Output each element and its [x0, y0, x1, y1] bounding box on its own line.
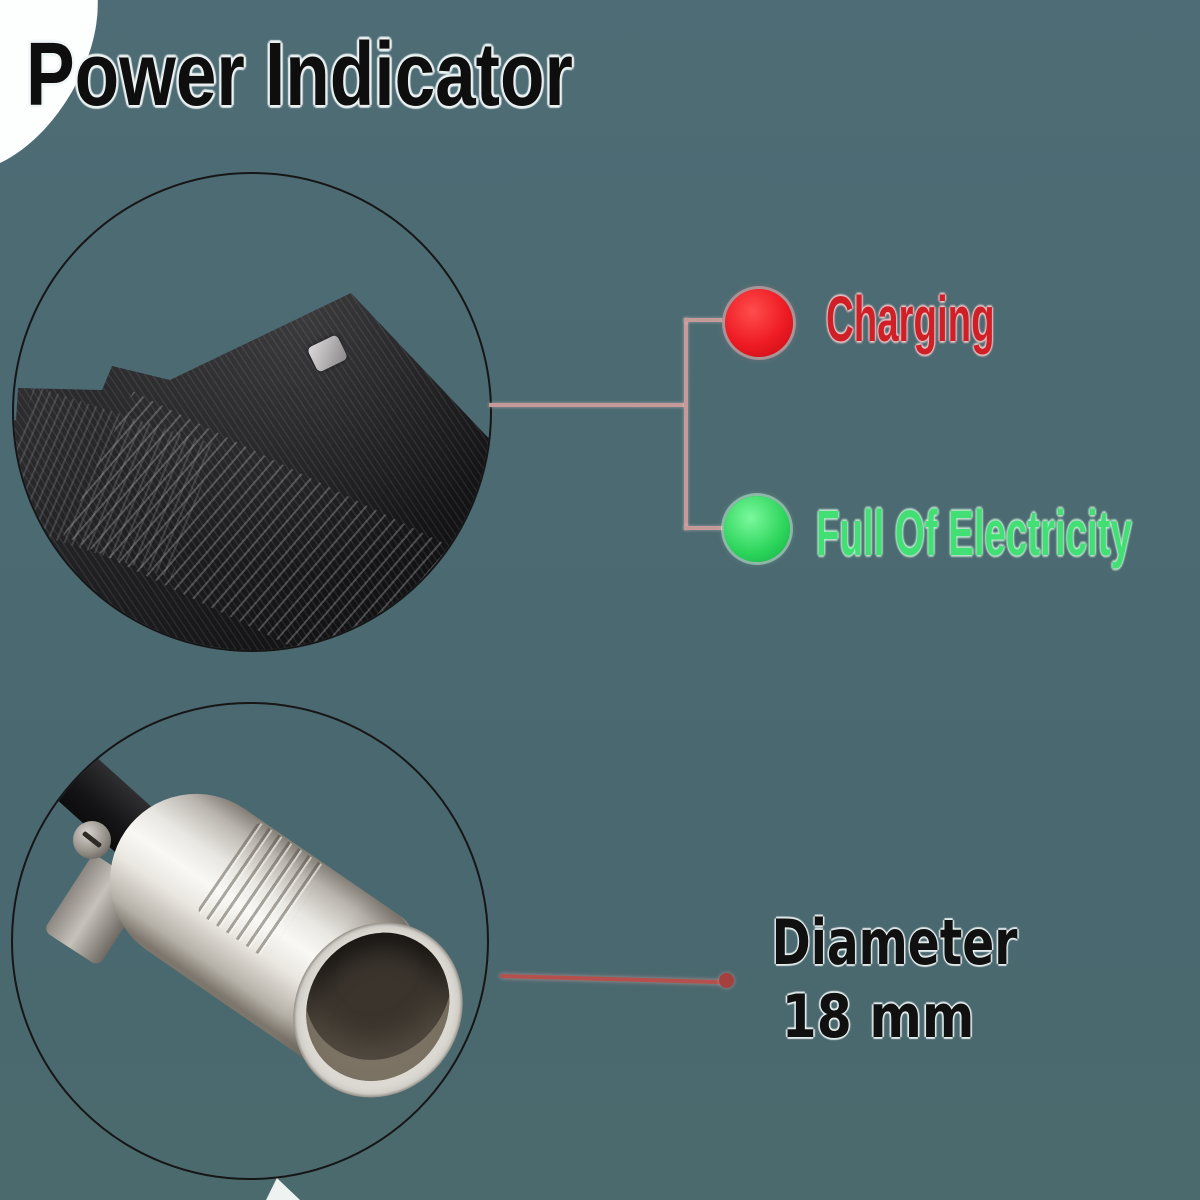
connector-grip-ribs [196, 820, 328, 960]
callout-line-red-stub [684, 318, 722, 322]
diameter-label: Diameter 18 mm [738, 906, 1018, 1054]
diameter-label-value: 18 mm [781, 982, 975, 1052]
connector-zoom-circle [11, 702, 489, 1180]
callout-line-vertical [684, 318, 688, 530]
screw-slot [81, 830, 103, 849]
charging-indicator-dot [725, 289, 793, 357]
diameter-label-word: Diameter [771, 906, 1018, 979]
connector-pin-2 [380, 972, 404, 996]
diameter-pointer-dot [719, 973, 734, 988]
connector-pin-3 [313, 1000, 337, 1024]
charger-zoom-circle [12, 172, 492, 652]
page-title: Power Indicator [26, 25, 573, 125]
full-charge-label: Full Of Electricity [816, 497, 1132, 569]
diameter-pointer-line [499, 974, 722, 985]
adapter-edge-bevel [108, 293, 382, 319]
connector-pin-1 [347, 950, 371, 974]
charging-label: Charging [826, 283, 995, 355]
power-adapter-image [14, 293, 490, 650]
full-charge-indicator-dot [724, 496, 790, 562]
connector-screw [73, 821, 111, 859]
callout-line-green-stub [684, 526, 722, 530]
bottom-decoration [266, 1178, 300, 1200]
callout-line-horizontal [489, 403, 686, 407]
